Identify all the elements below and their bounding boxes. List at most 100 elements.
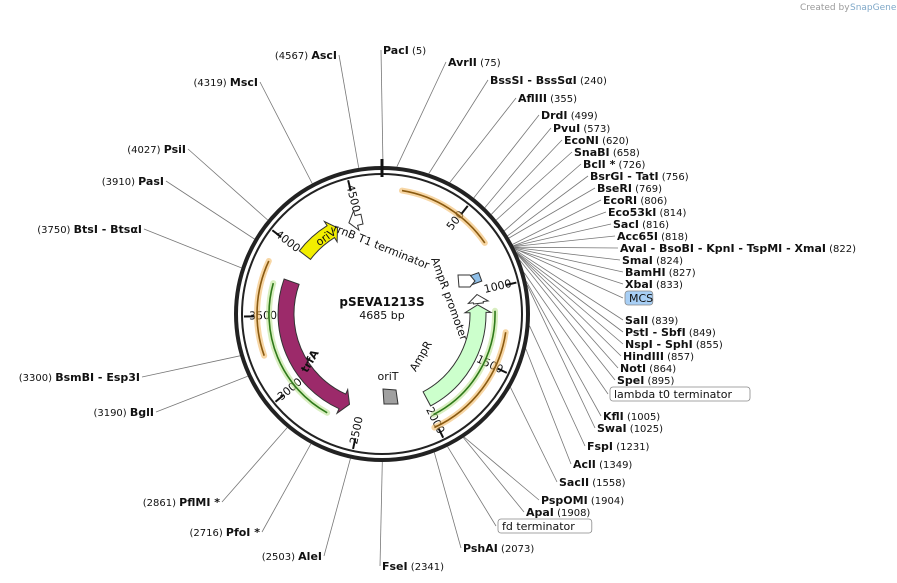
feature-small-arrow[interactable] (457, 274, 476, 288)
site-snabi-label: SnaBI (658) (574, 146, 640, 159)
site-bgli-label: (3190) BglI (93, 406, 154, 419)
site-bamhi[interactable]: BamHI (827) (625, 266, 696, 279)
site-lambda-t0-terminator-box (609, 386, 751, 402)
site-bsssi-bsss-i-leader (428, 79, 489, 174)
site-asci[interactable]: (4567) AscI (275, 49, 337, 62)
site-msci-leader (259, 81, 313, 184)
feature-oriT[interactable] (382, 388, 399, 405)
site-kfli-leader (525, 281, 602, 417)
tick-mark (496, 367, 508, 374)
site-sali-leader (515, 249, 624, 321)
site-xbai[interactable]: XbaI (833) (625, 278, 683, 291)
tick-label: 4500 (344, 183, 363, 213)
tick-mark (437, 427, 445, 439)
site-afliii[interactable]: AflIII (355) (518, 92, 577, 105)
site-acli-label: AclI (1349) (573, 458, 632, 471)
site-btsi-bts-i-label: (3750) BtsI - BtsαI (37, 223, 142, 236)
site-kfli[interactable]: KflI (1005) (603, 410, 660, 423)
site-acli-leader (525, 348, 572, 465)
feature-trfA[interactable] (277, 278, 351, 415)
site-eco53ki[interactable]: Eco53kI (814) (608, 206, 686, 219)
site-pshai[interactable]: PshAI (2073) (463, 542, 534, 555)
site-acc65i-leader (513, 235, 616, 247)
label-oriT: oriT (377, 370, 398, 383)
site-avai-bsobi-kpni-tspmi-xmai[interactable]: AvaI - BsoBI - KpnI - TspMI - XmaI (822) (620, 242, 856, 255)
site-bsmbi-esp3i-leader (141, 355, 241, 378)
feature-AmpR-promoter[interactable] (466, 293, 490, 305)
site-pasi[interactable]: (3910) PasI (102, 175, 164, 188)
site-fsei[interactable]: FseI (2341) (382, 560, 444, 573)
site-pspomi[interactable]: PspOMI (1904) (541, 494, 624, 507)
site-sacii[interactable]: SacII (1558) (559, 476, 626, 489)
site-fspi-leader (529, 325, 586, 447)
feature-oriV[interactable] (298, 220, 339, 261)
site-avrii-leader (396, 61, 447, 167)
site-fd-terminator[interactable]: fd terminator (497, 518, 593, 534)
site-apai-leader (463, 437, 525, 513)
site-bsmbi-esp3i[interactable]: (3300) BsmBI - Esp3I (19, 371, 140, 384)
site-hindiii[interactable]: HindIII (857) (623, 350, 694, 363)
site-pfoi[interactable]: (2716) PfoI * (189, 526, 260, 539)
site-fspi[interactable]: FspI (1231) (587, 440, 650, 453)
site-ecori-leader (512, 199, 602, 245)
tick-label: 3500 (249, 309, 277, 323)
site-bcli[interactable]: BclI * (726) (583, 158, 646, 171)
site-paci[interactable]: PacI (5) (383, 44, 426, 57)
plasmid-length: 4685 bp (359, 309, 404, 322)
site-bgli-leader (155, 375, 248, 413)
site-psii[interactable]: (4027) PsiI (127, 143, 186, 156)
site-snabi[interactable]: SnaBI (658) (574, 146, 640, 159)
site-bgli[interactable]: (3190) BglI (93, 406, 154, 419)
tick-mark (505, 281, 517, 287)
site-smai[interactable]: SmaI (824) (622, 254, 683, 267)
site-nspi-sphi[interactable]: NspI - SphI (855) (625, 338, 723, 351)
tick-mark (271, 229, 282, 238)
site-ecori[interactable]: EcoRI (806) (603, 194, 667, 207)
track-orange-left-line (256, 260, 270, 356)
site-afliii-leader (449, 97, 517, 183)
site-apai[interactable]: ApaI (1908) (526, 506, 590, 519)
site-bsrgi-tati-leader (507, 175, 589, 237)
site-swai[interactable]: SwaI (1025) (597, 422, 663, 435)
center-title: pSEVA1213S 4685 bp (339, 295, 424, 322)
track-green-right-line (433, 310, 496, 416)
site-lambda-t0-terminator[interactable]: lambda t0 terminator (609, 386, 751, 402)
site-btsi-bts-i[interactable]: (3750) BtsI - BtsαI (37, 223, 142, 236)
site-msci[interactable]: (4319) MscI (193, 76, 258, 89)
site-acli[interactable]: AclI (1349) (573, 458, 632, 471)
site-bseri[interactable]: BseRI (769) (597, 182, 662, 195)
site-sacii-leader (510, 387, 558, 483)
site-sali-label: SalI (839) (625, 314, 678, 327)
site-noti[interactable]: NotI (864) (620, 362, 676, 375)
site-pflmi[interactable]: (2861) PflMI * (143, 496, 221, 509)
site-drdi[interactable]: DrdI (499) (541, 109, 598, 122)
site-noti-label: NotI (864) (620, 362, 676, 375)
feature-AmpR[interactable] (422, 304, 493, 407)
site-acc65i[interactable]: Acc65I (818) (617, 230, 688, 243)
site-econi[interactable]: EcoNI (620) (564, 134, 629, 147)
site-alei[interactable]: (2503) AleI (262, 550, 322, 563)
site-sali[interactable]: SalI (839) (625, 314, 678, 327)
site-bsssi-bsss-i[interactable]: BssSI - BssSαI (240) (490, 74, 607, 87)
site-psti-sbfi[interactable]: PstI - SbfI (849) (625, 326, 716, 339)
site-spei[interactable]: SpeI (895) (617, 374, 675, 387)
site-pshai-label: PshAI (2073) (463, 542, 534, 555)
site-lambda-t0-terminator-leader (523, 272, 609, 395)
site-mcs-box (624, 290, 654, 306)
site-leader-lines (141, 49, 624, 567)
site-avrii[interactable]: AvrII (75) (448, 56, 501, 69)
site-bsssi-bsss-i-label: BssSI - BssSαI (240) (490, 74, 607, 87)
site-fspi-label: FspI (1231) (587, 440, 650, 453)
site-saci[interactable]: SacI (816) (613, 218, 669, 231)
site-bsrgi-tati[interactable]: BsrGI - TatI (756) (590, 170, 689, 183)
site-pvui[interactable]: PvuI (573) (553, 122, 610, 135)
site-paci-label: PacI (5) (383, 44, 426, 57)
site-mcs[interactable]: MCS (624, 290, 654, 306)
tick-mark (460, 205, 469, 216)
feature-rrnB-T1-terminator[interactable] (348, 209, 364, 232)
site-bamhi-label: BamHI (827) (625, 266, 696, 279)
site-mcs-leader (514, 248, 624, 299)
site-bcli-leader (504, 163, 582, 232)
site-pasi-leader (165, 180, 255, 240)
